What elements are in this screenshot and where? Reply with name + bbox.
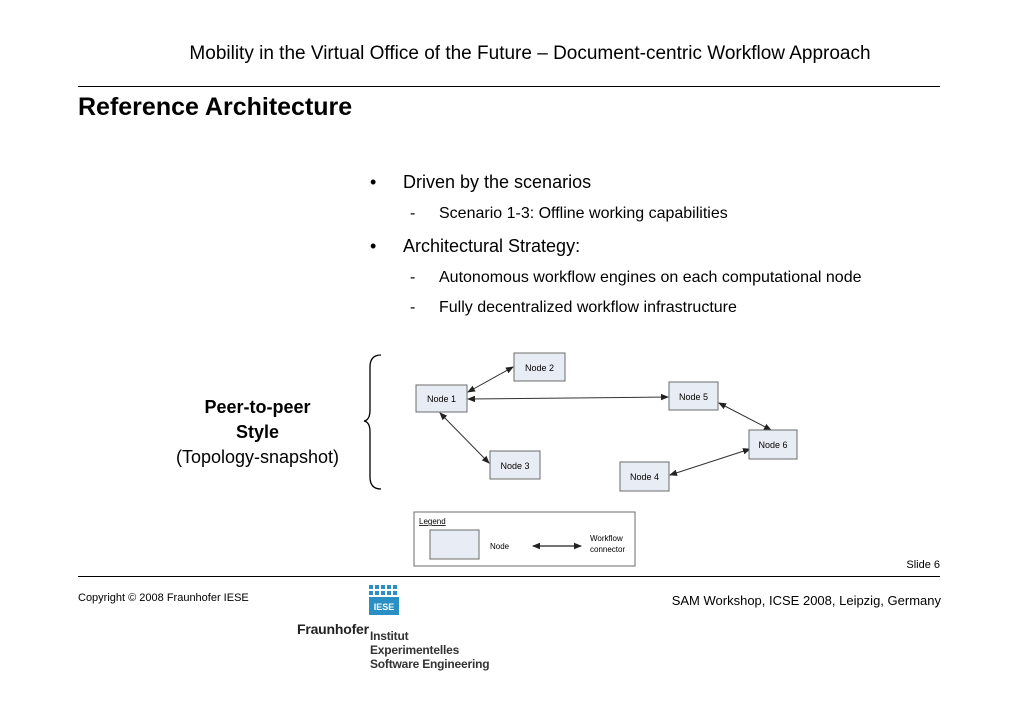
diagram-label-line3: (Topology-snapshot) xyxy=(175,447,340,467)
logo-institute-line2: Experimentelles xyxy=(370,643,460,657)
logo-institute-line3: Software Engineering xyxy=(370,657,490,671)
sub-bullet-marker: - xyxy=(410,299,416,316)
legend-node-label: Node xyxy=(490,542,510,551)
bullet-text: Architectural Strategy: xyxy=(403,236,581,256)
node-label: Node 6 xyxy=(758,440,787,450)
diagram-legend: Legend Node Workflow connector xyxy=(413,511,636,567)
diagram-label-line2: Style xyxy=(235,422,280,442)
slide-number: Slide 6 xyxy=(906,559,940,571)
legend-connector-label-1: Workflow xyxy=(590,534,623,543)
sub-bullet-item: - Fully decentralized workflow infrastruc… xyxy=(410,299,737,317)
connector-node1-node5 xyxy=(467,393,669,403)
connector-node1-node3 xyxy=(439,412,490,464)
footer-divider xyxy=(78,576,940,577)
node-label: Node 1 xyxy=(427,394,456,404)
diagram-node-2: Node 2 xyxy=(513,352,566,382)
node-label: Node 5 xyxy=(679,392,708,402)
sub-bullet-text: Autonomous workflow engines on each comp… xyxy=(439,269,862,286)
bullet-text: Driven by the scenarios xyxy=(403,172,592,192)
diagram-node-5: Node 5 xyxy=(668,381,719,411)
event-text: SAM Workshop, ICSE 2008, Leipzig, German… xyxy=(671,593,941,608)
connector-node6-node4 xyxy=(669,448,751,476)
slide-title: Reference Architecture xyxy=(78,93,353,121)
node-label: Node 3 xyxy=(500,461,529,471)
sub-bullet-item: - Autonomous workflow engines on each com… xyxy=(410,269,862,287)
header-title: Mobility in the Virtual Office of the Fu… xyxy=(189,43,871,64)
legend-node-swatch xyxy=(429,529,480,560)
copyright-text: Copyright © 2008 Fraunhofer IESE xyxy=(78,592,249,604)
logo-institute-line1: Institut xyxy=(370,629,409,643)
diagram-node-6: Node 6 xyxy=(748,429,798,460)
fraunhofer-logo-text: Fraunhofer xyxy=(297,621,369,637)
diagram-label-line1: Peer-to-peer xyxy=(204,397,311,417)
bullet-item: • Driven by the scenarios xyxy=(370,172,591,193)
curly-brace xyxy=(363,354,382,490)
bullet-marker: • xyxy=(370,236,377,256)
bullet-marker: • xyxy=(370,172,377,192)
sub-bullet-item: - Scenario 1-3: Offline working capabilit… xyxy=(410,205,728,223)
diagram-node-4: Node 4 xyxy=(619,461,670,492)
diagram-label: Peer-to-peer Style (Topology-snapshot) xyxy=(150,395,365,470)
node-label: Node 2 xyxy=(525,363,554,373)
diagram-node-3: Node 3 xyxy=(489,450,541,480)
bullet-item: • Architectural Strategy: xyxy=(370,236,580,257)
node-label: Node 4 xyxy=(630,472,659,482)
diagram-node-1: Node 1 xyxy=(415,384,468,413)
legend-title: Legend xyxy=(419,517,446,526)
iese-logo-icon: IESE xyxy=(369,585,399,615)
sub-bullet-marker: - xyxy=(410,205,416,222)
connector-node1-node2 xyxy=(467,366,514,393)
legend-connector-label-2: connector xyxy=(590,545,625,554)
sub-bullet-text: Fully decentralized workflow infrastruct… xyxy=(439,299,737,316)
connector-node5-node6 xyxy=(718,402,772,431)
iese-mark-text: IESE xyxy=(374,602,395,612)
sub-bullet-text: Scenario 1-3: Offline working capabiliti… xyxy=(439,205,728,222)
sub-bullet-marker: - xyxy=(410,269,416,286)
header-divider xyxy=(78,86,940,87)
